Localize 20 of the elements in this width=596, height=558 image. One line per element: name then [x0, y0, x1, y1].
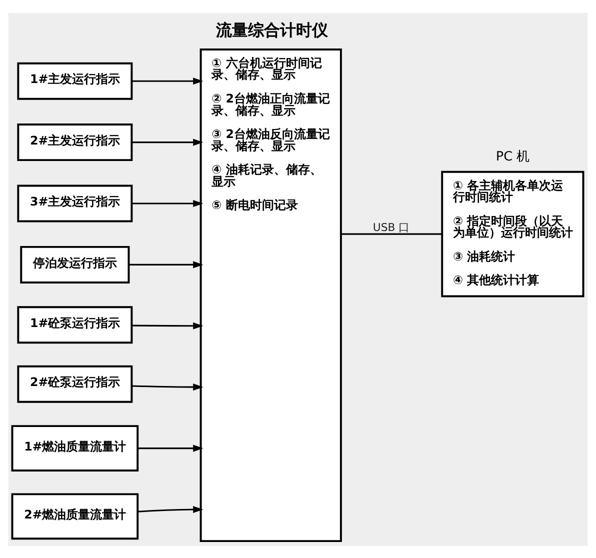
arrow: [132, 322, 204, 329]
node-box: 2#砼泵运行指示: [17, 364, 133, 402]
arrow: [138, 444, 204, 452]
node-box: 1#砼泵运行指示: [17, 306, 133, 344]
arrow: [132, 138, 204, 146]
node-box: 停泊发运行指示: [20, 245, 130, 283]
node-label: 流量综合计时仪: [216, 20, 328, 40]
node-box: 3#主发运行指示: [17, 184, 133, 222]
node-box: 1#主发运行指示: [17, 62, 133, 100]
node-box: 1#燃油质量流量计: [11, 424, 139, 471]
node-label: PC 机: [496, 148, 530, 164]
arrow: [138, 506, 204, 513]
arrow: [132, 383, 204, 390]
node-box: 2#燃油质量流量计: [11, 492, 139, 540]
connector: [340, 232, 442, 234]
node-box: 2#主发运行指示: [17, 123, 133, 161]
arrow: [128, 260, 204, 268]
edge-label: USB 口: [372, 220, 410, 234]
arrow: [132, 77, 204, 84]
arrow: [132, 199, 204, 207]
